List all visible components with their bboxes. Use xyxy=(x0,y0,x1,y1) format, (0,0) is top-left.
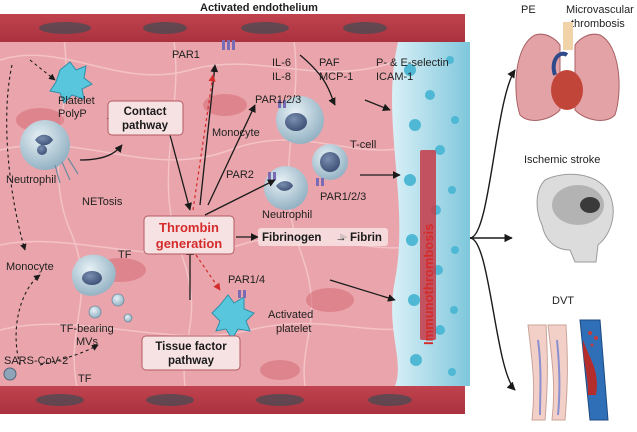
polyp-label: PolyP xyxy=(58,108,87,120)
par123-label-b: PAR1/2/3 xyxy=(320,191,366,203)
activated-platelet-cell xyxy=(211,294,255,340)
lungs-illustration xyxy=(515,22,620,121)
neutrophil-left-cell xyxy=(20,120,79,184)
outcome-arrows xyxy=(469,69,516,391)
fibrinogen-arrow: → xyxy=(335,232,347,244)
activated-label: Activated xyxy=(268,309,313,321)
dvt-vein-illustration xyxy=(579,319,609,421)
sars-cov-2-label: SARS-CoV-2 xyxy=(4,355,68,367)
il8-label: IL-8 xyxy=(272,71,291,83)
microvascular-label: Microvascular xyxy=(566,4,634,16)
top-endothelial-nuclei xyxy=(39,22,387,34)
netosis-label: NETosis xyxy=(82,196,123,208)
t-cell-label: T-cell xyxy=(350,139,376,151)
mvs-label: MVs xyxy=(76,336,99,348)
fibrin-label: Fibrin xyxy=(350,232,382,244)
par-receptors xyxy=(222,40,324,298)
contact-pathway-line1: Contact xyxy=(124,106,167,118)
tf-label-2: TF xyxy=(78,373,92,385)
thrombosis-label: thrombosis xyxy=(571,18,625,30)
pathway-arrows xyxy=(79,54,401,302)
tf-label-1: TF xyxy=(118,249,132,261)
brain-head-illustration xyxy=(536,173,614,263)
sars-cov-2-virus xyxy=(3,367,17,381)
dvt-label: DVT xyxy=(552,295,574,307)
dvt-legs-illustration xyxy=(527,324,568,421)
dashed-pathway-arrows xyxy=(6,59,99,366)
fibrinogen-label: Fibrinogen xyxy=(262,232,321,244)
monocyte-left-label: Monocyte xyxy=(6,261,54,273)
thrombin-line2: generation xyxy=(156,236,223,251)
tf-microvesicles xyxy=(88,293,133,323)
contact-pathway-line2: pathway xyxy=(122,120,169,132)
tissue-factor-pathway-box: Tissue factor pathway xyxy=(141,335,241,371)
il6-label: IL-6 xyxy=(272,57,291,69)
monocyte-left-cell xyxy=(71,254,116,296)
par2-label: PAR2 xyxy=(226,169,254,181)
tissue-factor-line2: pathway xyxy=(168,355,215,367)
thrombin-line1: Thrombin xyxy=(159,220,219,235)
red-dashed-arrows xyxy=(192,74,221,291)
contact-pathway-box: Contact pathway xyxy=(107,100,184,136)
par1-label: PAR1 xyxy=(172,49,200,61)
thrombin-generation-box: Thrombin generation xyxy=(143,215,235,255)
monocyte-mid-cell xyxy=(276,96,324,144)
fibrinogen-flow: Fibrinogen → Fibrin xyxy=(258,228,388,246)
mcp1-label: MCP-1 xyxy=(319,71,353,83)
neutrophil-mid-label: Neutrophil xyxy=(262,209,312,221)
paf-label: PAF xyxy=(319,57,340,69)
platelet-label: Platelet xyxy=(58,95,95,107)
ischemic-stroke-label: Ischemic stroke xyxy=(524,154,600,166)
par14-label: PAR1/4 xyxy=(228,274,265,286)
monocyte-mid-label: Monocyte xyxy=(212,127,260,139)
platelet-cell xyxy=(49,61,93,104)
neutrophil-left-label: Neutrophil xyxy=(6,174,56,186)
pe-label: PE xyxy=(521,4,536,16)
selectin-label: P- & E-selectin xyxy=(376,57,449,69)
immunothrombosis-label: Immunothrombosis xyxy=(421,224,436,345)
tissue-factor-line1: Tissue factor xyxy=(155,341,227,353)
icam1-label: ICAM-1 xyxy=(376,71,413,83)
par123-label-a: PAR1/2/3 xyxy=(255,94,301,106)
immunothrombosis-clot xyxy=(392,42,470,386)
t-cell xyxy=(312,144,348,180)
tf-bearing-label: TF-bearing xyxy=(60,323,114,335)
platelet-activated-label: platelet xyxy=(276,323,311,335)
bottom-endothelial-nuclei xyxy=(36,394,412,406)
header-title: Activated endothelium xyxy=(200,2,318,14)
